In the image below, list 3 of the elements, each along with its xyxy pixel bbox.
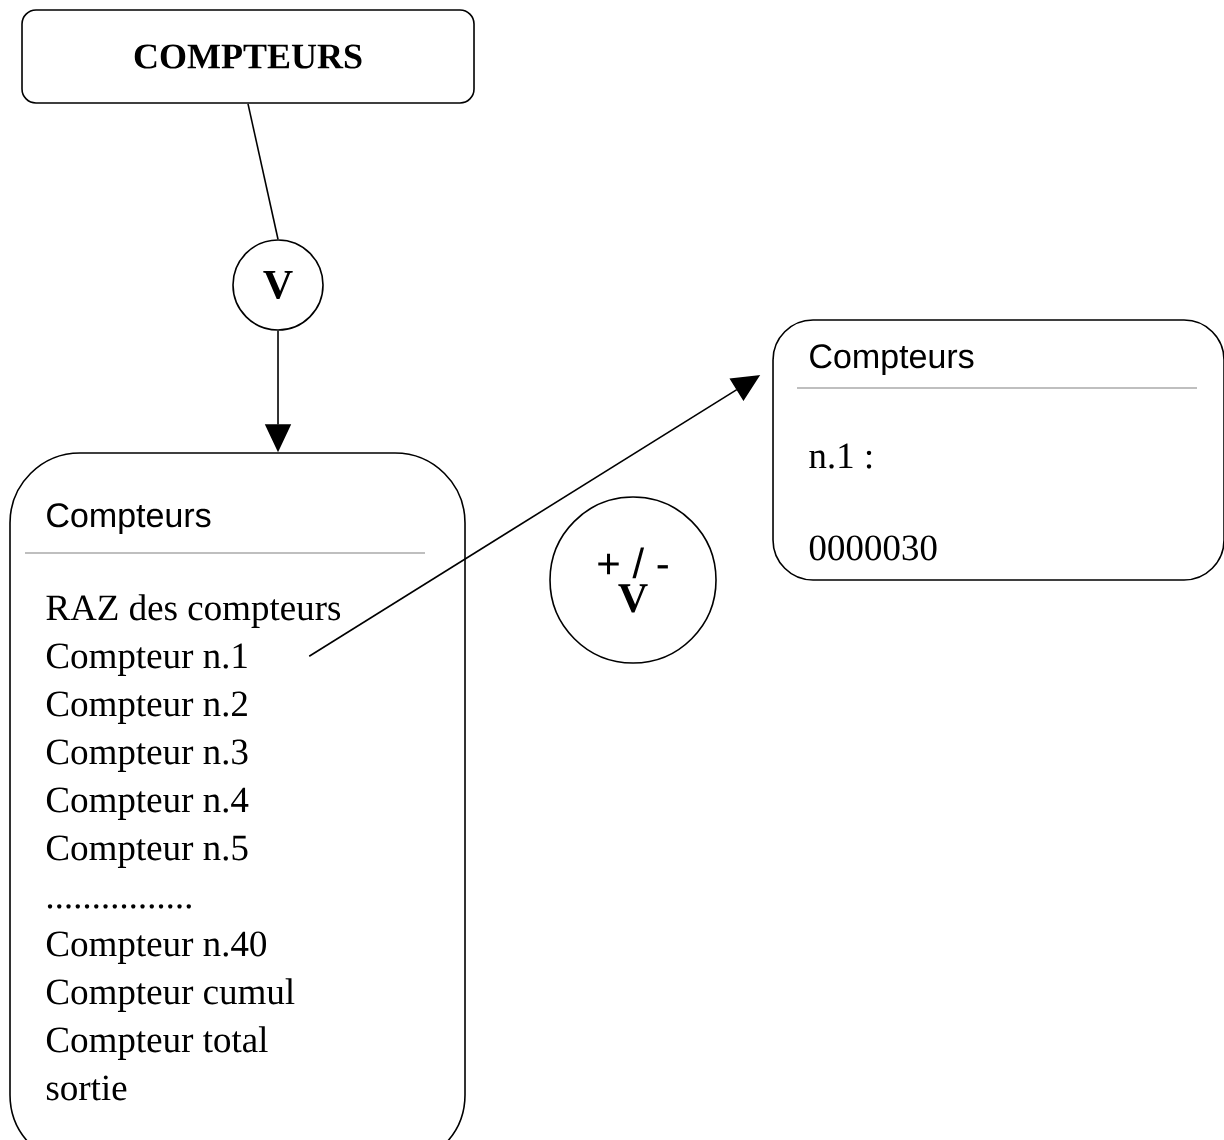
menu-screen: Compteurs RAZ des compteurs Compteur n.1 Compteur n.2 Compteur n.3 Compteur n.4 Compteur n.5 ................ Compteur n.40 Compteur cumul Compteur total sortie bbox=[9, 452, 466, 1140]
display-screen: Compteurs n.1 : 0000030 bbox=[772, 319, 1224, 581]
title-box: COMPTEURS bbox=[21, 9, 475, 104]
